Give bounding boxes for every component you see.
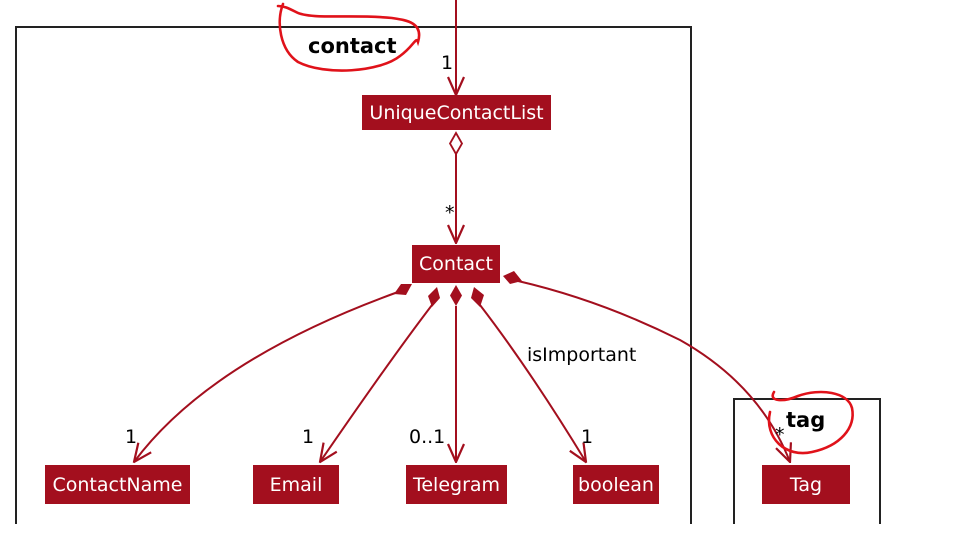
association-line-tag [517, 280, 790, 462]
class-unique-contact-list: UniqueContactList [362, 95, 551, 130]
tag-package-frame [733, 398, 881, 524]
composition-line-boolean [479, 304, 586, 462]
class-tag: Tag [762, 465, 850, 504]
composition-diamond-boolean [471, 287, 484, 307]
aggregation-diamond [448, 131, 464, 156]
multiplicity-telegram: 0..1 [409, 426, 446, 448]
contact-package-name: contact [308, 34, 397, 58]
class-telegram: Telegram [406, 465, 507, 504]
tag-annotation-circle [767, 390, 854, 455]
class-boolean: boolean [573, 465, 659, 504]
composition-diamond-contact-name [394, 284, 412, 295]
class-contact: Contact [412, 245, 500, 283]
multiplicity-contact: * [445, 202, 455, 224]
contact-annotation-circle [276, 2, 421, 72]
multiplicity-email: 1 [302, 426, 315, 448]
composition-diamond-tag [503, 271, 522, 284]
multiplicity-tag: * [775, 424, 785, 446]
contact-package-frame [15, 26, 692, 524]
composition-diamond-telegram [450, 285, 462, 306]
composition-diamond-email [428, 287, 440, 307]
multiplicity-boolean: 1 [581, 426, 594, 448]
class-email: Email [253, 465, 339, 504]
multiplicity-unique-list: 1 [441, 52, 454, 74]
composition-line-contact-name [134, 291, 399, 462]
composition-line-email [320, 304, 433, 462]
association-label-is-important: isImportant [527, 344, 637, 366]
class-contact-name: ContactName [45, 465, 190, 504]
multiplicity-contact-name: 1 [125, 426, 138, 448]
tag-package-name: tag [786, 408, 826, 432]
